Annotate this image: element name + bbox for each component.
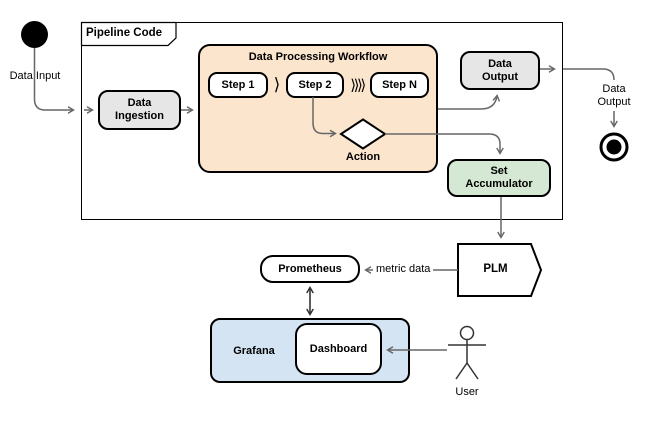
- edge-frame-to-endlabel: [563, 68, 615, 81]
- set-accumulator-label: Set Accumulator: [465, 165, 533, 190]
- action-label: Action: [345, 151, 381, 163]
- dashboard-node: Dashboard: [295, 323, 382, 375]
- data-processing-workflow-container: Data Processing Workflow Step 1 ⟩ Step 2…: [198, 44, 438, 173]
- grafana-label: Grafana: [233, 345, 275, 357]
- workflow-title: Data Processing Workflow: [248, 51, 388, 63]
- dashboard-label: Dashboard: [309, 342, 368, 355]
- pipe-gap-multi-glyph: ⟩⟩⟩⟩: [350, 77, 366, 94]
- plm-label: PLM: [483, 263, 508, 275]
- pipe-gap-single-glyph: ⟩: [273, 75, 281, 94]
- step-n-node: Step N: [370, 72, 429, 98]
- end-node-core: [606, 139, 622, 155]
- step-2-label: Step 2: [298, 78, 332, 91]
- data-input-label: Data Input: [9, 70, 61, 82]
- user-label: User: [455, 386, 479, 398]
- data-output-node-label: Data Output: [481, 57, 519, 83]
- metric-data-edge-label: metric data: [373, 263, 434, 277]
- user-actor-figure: [448, 325, 486, 380]
- grafana-container: Grafana Dashboard: [210, 318, 410, 383]
- end-node-ring: [599, 132, 629, 162]
- data-ingestion-label: Data Ingestion: [115, 97, 164, 122]
- prometheus-label: Prometheus: [278, 262, 342, 275]
- step-1-label: Step 1: [221, 78, 255, 91]
- data-ingestion-node: Data Ingestion: [98, 90, 181, 130]
- end-data-output-label: Data Output: [597, 83, 631, 109]
- prometheus-node: Prometheus: [260, 255, 360, 283]
- set-accumulator-node: Set Accumulator: [447, 159, 551, 197]
- step-2-node: Step 2: [286, 72, 344, 98]
- start-node: [21, 21, 48, 48]
- data-output-node: Data Output: [460, 51, 540, 90]
- step-1-node: Step 1: [208, 72, 268, 98]
- step-n-label: Step N: [382, 78, 417, 91]
- pipeline-code-label: Pipeline Code: [86, 27, 163, 39]
